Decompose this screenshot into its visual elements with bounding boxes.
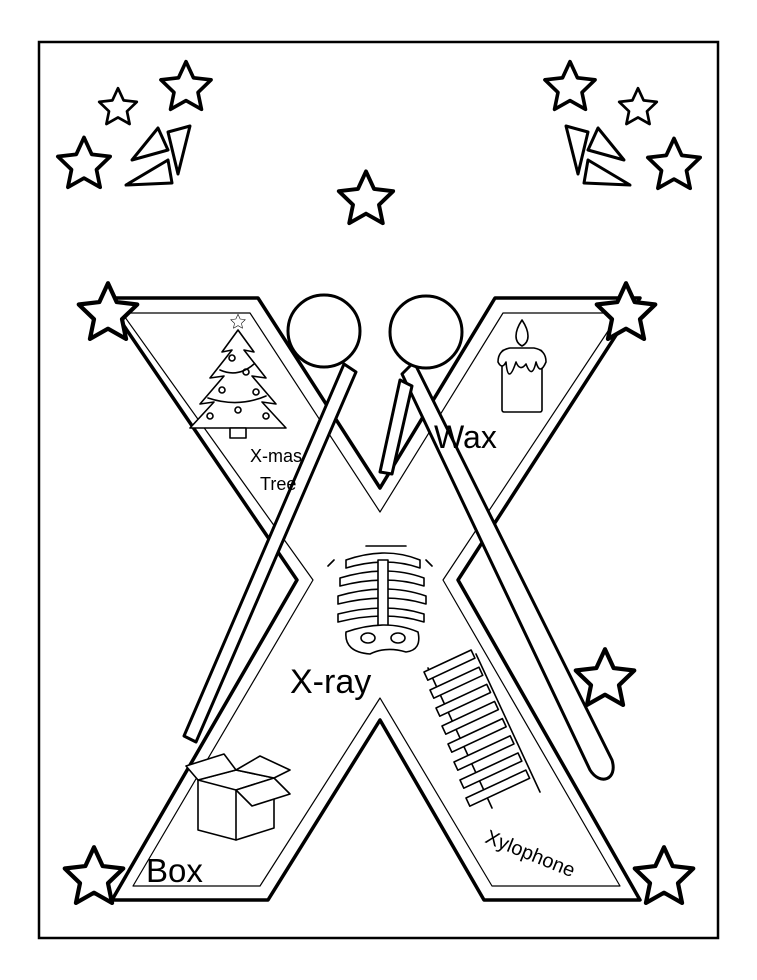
candle-icon bbox=[497, 319, 547, 413]
firework-icon bbox=[56, 59, 213, 190]
star-icon bbox=[576, 649, 635, 705]
xmas-tree-label-line1: X-mas bbox=[250, 446, 302, 466]
skeleton-icon bbox=[327, 545, 433, 655]
mallet-icon bbox=[378, 294, 615, 781]
wax-label: Wax bbox=[434, 419, 497, 455]
page-border bbox=[37, 40, 720, 940]
xray-label: X-ray bbox=[290, 663, 371, 701]
star-icon bbox=[336, 169, 396, 226]
mallet-icon bbox=[182, 293, 362, 744]
star-icon bbox=[635, 847, 694, 903]
xylophone-icon bbox=[423, 649, 541, 809]
firework-icon bbox=[543, 59, 702, 191]
xmas-tree-label-line2: Tree bbox=[260, 474, 296, 494]
box-label: Box bbox=[146, 852, 203, 889]
box-icon bbox=[185, 753, 291, 841]
christmas-tree-icon bbox=[189, 314, 287, 439]
